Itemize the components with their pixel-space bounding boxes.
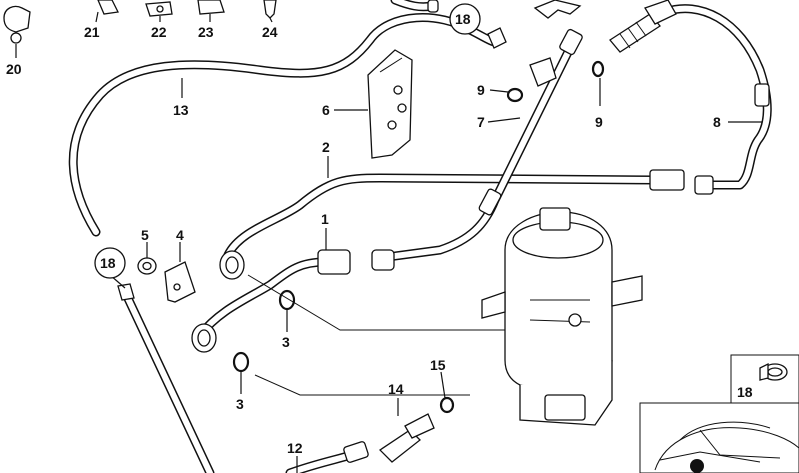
hose-7: [371, 28, 583, 271]
callout-5: 5: [141, 227, 149, 243]
fork-clip-top: [533, 0, 582, 19]
grommet-5: [137, 257, 157, 275]
callout-3b: 3: [236, 396, 244, 412]
fitting-14: [378, 413, 435, 463]
callout-18b: 18: [100, 255, 116, 271]
inset-car-box: [639, 402, 799, 473]
callout-9b: 9: [595, 114, 603, 130]
callout-13: 13: [173, 102, 189, 118]
callout-circle-18a: [449, 3, 481, 35]
callout-20: 20: [6, 61, 22, 77]
callout-3a: 3: [282, 334, 290, 350]
seal-ring-3b: [232, 351, 250, 373]
seal-ring-9a: [506, 87, 524, 103]
callout-24: 24: [262, 24, 278, 40]
hose-end-top: [390, 0, 439, 13]
clip-24: [263, 0, 277, 19]
callout-18a: 18: [455, 11, 471, 27]
callout-14: 14: [388, 381, 404, 397]
seal-ring-3a: [278, 289, 296, 311]
holder-22: [145, 1, 173, 17]
reservoir: [481, 207, 643, 426]
seal-ring-9b: [591, 60, 605, 78]
bracket-4: [164, 261, 196, 303]
hose-13: [68, 13, 507, 237]
seal-ring-15: [439, 396, 455, 414]
inset-clamp-box: [730, 354, 799, 404]
callout-15: 15: [430, 357, 446, 373]
callout-22: 22: [151, 24, 167, 40]
bracket-6: [367, 49, 413, 159]
callout-9a: 9: [477, 82, 485, 98]
callout-21: 21: [84, 24, 100, 40]
pipe-12: [117, 283, 369, 473]
callout-7: 7: [477, 114, 485, 130]
routing-lines: [247, 274, 505, 396]
clamp-20: [3, 5, 31, 44]
clip-23: [197, 0, 225, 15]
clip-21: [97, 0, 119, 15]
callout-6: 6: [322, 102, 330, 118]
callout-2: 2: [322, 139, 330, 155]
callout-8: 8: [713, 114, 721, 130]
callout-4: 4: [176, 227, 184, 243]
pipe-1: [191, 249, 351, 353]
callout-23: 23: [198, 24, 214, 40]
callout-12: 12: [287, 440, 303, 456]
hose-8: [609, 0, 772, 195]
callout-1: 1: [321, 211, 329, 227]
leader-lines: [15, 11, 762, 473]
callout-circle-18b: [94, 247, 126, 279]
pipe-2: [219, 169, 685, 280]
callout-18c: 18: [737, 384, 753, 400]
